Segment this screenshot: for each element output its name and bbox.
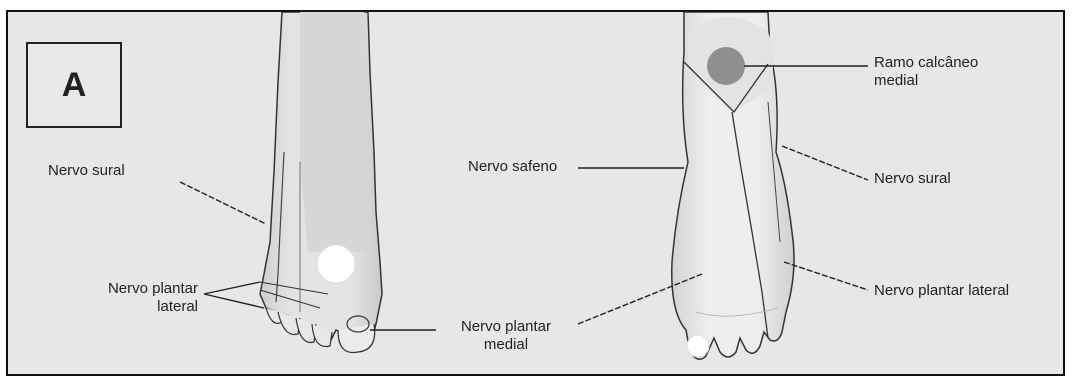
label-line: medial	[874, 72, 978, 90]
dorsal-shaded-area	[300, 12, 368, 252]
dorsal-foot	[260, 12, 382, 353]
figure-frame: A	[6, 10, 1065, 376]
plantar-lateral-right-leader	[784, 262, 868, 290]
dorsal-stimulus-spot	[317, 245, 355, 283]
plantar-foot	[672, 12, 794, 359]
sural-right-leader	[782, 146, 868, 180]
plantar-lateral-leader-1	[204, 282, 260, 294]
label-nervo-safeno: Nervo safeno	[468, 158, 557, 176]
label-line: Nervo plantar	[436, 318, 576, 336]
label-line: lateral	[48, 298, 198, 316]
label-line: Nervo plantar	[48, 280, 198, 298]
plantar-stimulus-spot	[687, 335, 709, 357]
label-nervo-sural-left: Nervo sural	[48, 162, 125, 180]
sural-left-leader	[180, 182, 266, 224]
label-line: medial	[436, 336, 576, 354]
label-nervo-plantar-medial: Nervo plantar medial	[436, 318, 576, 354]
plantar-lateral-leader-2	[204, 294, 264, 308]
label-nervo-sural-right: Nervo sural	[874, 170, 951, 188]
label-line: Ramo calcâneo	[874, 54, 978, 72]
calcaneal-spot	[707, 47, 745, 85]
label-ramo-calcaneo-medial: Ramo calcâneo medial	[874, 54, 978, 90]
label-nervo-plantar-lateral-left: Nervo plantar lateral	[48, 280, 198, 316]
label-nervo-plantar-lateral-right: Nervo plantar lateral	[874, 282, 1009, 300]
